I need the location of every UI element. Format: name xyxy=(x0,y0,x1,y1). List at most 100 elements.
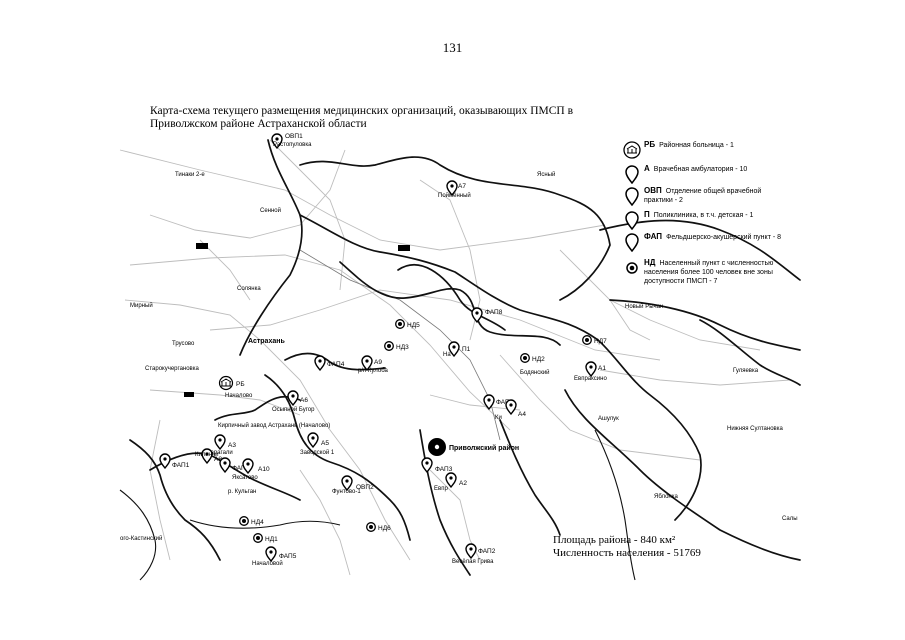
facility-fap2[interactable]: ФАП2 Весёлая Грива xyxy=(452,543,496,565)
facility-rb-hospital-icon[interactable]: РБ Началово xyxy=(218,375,254,400)
legend-text: Врачебная амбулатория - 10 xyxy=(653,166,748,173)
legend-code: П xyxy=(644,210,650,219)
facility-a3[interactable]: А3 Карагали xyxy=(207,434,236,456)
facility-fap7[interactable]: ФАП7 Яксатово xyxy=(219,457,258,481)
svg-text:ФАП4: ФАП4 xyxy=(327,361,345,368)
facility-a7[interactable]: А7 Поймённый xyxy=(438,180,471,199)
river-network xyxy=(119,139,801,581)
place-label: Старокучергановка xyxy=(145,366,200,372)
svg-text:Фунтово-1: Фунтово-1 xyxy=(332,489,361,495)
district-stats: Площадь района - 840 км² Численность нас… xyxy=(553,534,701,560)
svg-text:Весёлая Грива: Весёлая Грива xyxy=(452,559,494,565)
district-center-marker: Приволжский район xyxy=(428,438,519,456)
legend-code: РБ xyxy=(644,140,656,149)
svg-text:А7: А7 xyxy=(458,183,466,190)
area-stat: Площадь района - 840 км² xyxy=(553,534,676,546)
svg-text:р/п Кулоба: р/п Кулоба xyxy=(358,368,388,374)
facility-a4[interactable]: А4 Ки xyxy=(495,399,526,421)
svg-text:П1: П1 xyxy=(462,346,471,353)
svg-text:А3: А3 xyxy=(228,442,236,449)
facility-a5[interactable]: А5 Заводской 1 xyxy=(300,432,335,456)
place-label: Солянка xyxy=(237,286,261,292)
facility-nd2[interactable]: НД2 Бодянский xyxy=(520,353,550,376)
facility-fap5[interactable]: ФАП5 Началовой xyxy=(252,546,297,567)
svg-text:ОВП1: ОВП1 xyxy=(285,133,303,140)
svg-text:А9: А9 xyxy=(374,359,382,366)
place-label: Трусово xyxy=(172,341,195,347)
svg-text:Килинчи: Килинчи xyxy=(195,452,219,458)
svg-text:Ки: Ки xyxy=(495,415,502,421)
facility-nd6[interactable]: НД6 xyxy=(366,522,391,532)
population-stat: Численность населения - 51769 xyxy=(553,547,701,559)
pin-icon xyxy=(625,165,639,184)
target-icon xyxy=(626,262,638,274)
facility-a2[interactable]: А2 Евпр xyxy=(434,472,467,492)
svg-text:НД7: НД7 xyxy=(594,338,607,345)
svg-text:НД3: НД3 xyxy=(396,344,409,351)
facility-markers[interactable]: ОВП1 Растопуловка А7 Поймённый ФАП8 НД5 … xyxy=(159,133,607,567)
place-label: Яблонка xyxy=(654,494,678,500)
facility-fap6[interactable]: ФАП6 xyxy=(483,394,514,410)
svg-text:А10: А10 xyxy=(258,466,270,473)
map-title: Карта-схема текущего размещения медицинс… xyxy=(150,105,574,130)
svg-text:Заводской 1: Заводской 1 xyxy=(300,449,335,456)
place-label: Гуляевка xyxy=(733,368,759,374)
svg-text:Началово: Началово xyxy=(225,393,253,399)
svg-text:А5: А5 xyxy=(321,440,329,447)
hospital-icon xyxy=(623,141,641,159)
svg-text:Евпраксино: Евпраксино xyxy=(574,376,607,382)
svg-text:ФАП3: ФАП3 xyxy=(435,466,453,473)
svg-text:А1: А1 xyxy=(598,365,606,372)
legend-text: Фельдшерско-акушерский пункт - 8 xyxy=(666,234,782,241)
facility-a1[interactable]: А1 Евпраксино xyxy=(574,361,607,382)
svg-text:ФАП5: ФАП5 xyxy=(279,553,297,560)
legend-code: НД xyxy=(644,258,656,267)
place-label: Салы xyxy=(782,516,798,522)
facility-a6[interactable]: А6 Осыпной Бугор xyxy=(272,390,315,413)
place-label: Мирный xyxy=(130,302,153,309)
legend-code: ФАП xyxy=(644,232,663,241)
facility-ovp2[interactable]: ОВП2 Фунтово-1 xyxy=(332,475,374,495)
facility-a8[interactable]: А8 Килинчи xyxy=(195,448,222,464)
svg-text:Поймённый: Поймённый xyxy=(438,192,471,199)
svg-text:НД4: НД4 xyxy=(251,519,264,526)
facility-fap4[interactable]: ФАП4 xyxy=(314,355,345,371)
facility-ovp1[interactable]: ОВП1 Растопуловка xyxy=(271,133,312,149)
facility-nd7[interactable]: НД7 xyxy=(582,335,607,345)
svg-text:ФАП8: ФАП8 xyxy=(485,309,503,316)
facility-fap1[interactable]: ФАП1 xyxy=(159,453,190,469)
facility-p1[interactable]: П1 На xyxy=(443,341,471,358)
facility-fap3[interactable]: ФАП3 xyxy=(421,457,453,473)
facility-nd3[interactable]: НД3 xyxy=(384,341,409,351)
legend-text: Населенный пункт с численностью населени… xyxy=(644,260,774,285)
svg-text:Яксатово: Яксатово xyxy=(232,475,258,481)
svg-text:НД6: НД6 xyxy=(378,525,391,532)
facility-fap8[interactable]: ФАП8 xyxy=(471,307,503,323)
legend-code: ОВП xyxy=(644,186,662,195)
svg-text:А2: А2 xyxy=(459,480,467,487)
svg-text:Евпр: Евпр xyxy=(434,486,448,492)
svg-text:Началовой: Началовой xyxy=(252,560,283,567)
facility-nd4[interactable]: НД4 xyxy=(239,516,264,526)
svg-text:А4: А4 xyxy=(518,411,526,418)
legend-text: Поликлиника, в т.ч. детская - 1 xyxy=(653,212,754,219)
facility-nd5[interactable]: НД5 xyxy=(395,319,420,329)
place-label: р. Кульган xyxy=(228,489,256,495)
place-label: Кирпичный завод Астрахань (Началово) xyxy=(218,422,330,429)
facility-a9[interactable]: А9 р/п Кулоба xyxy=(358,355,388,374)
place-label: ого-Кастинский xyxy=(120,535,162,542)
svg-text:Бодянский: Бодянский xyxy=(520,369,550,376)
svg-text:ФАП7: ФАП7 xyxy=(232,465,250,472)
svg-text:На: На xyxy=(443,352,451,358)
svg-text:Осыпной Бугор: Осыпной Бугор xyxy=(272,406,315,413)
facility-nd1[interactable]: НД1 xyxy=(253,533,278,543)
place-label: Астрахань xyxy=(248,338,285,345)
place-label: Новый Рычан xyxy=(625,303,663,310)
svg-text:А6: А6 xyxy=(300,397,308,404)
facility-a10[interactable]: А10 xyxy=(242,458,270,474)
place-label: Ясный xyxy=(537,171,555,178)
